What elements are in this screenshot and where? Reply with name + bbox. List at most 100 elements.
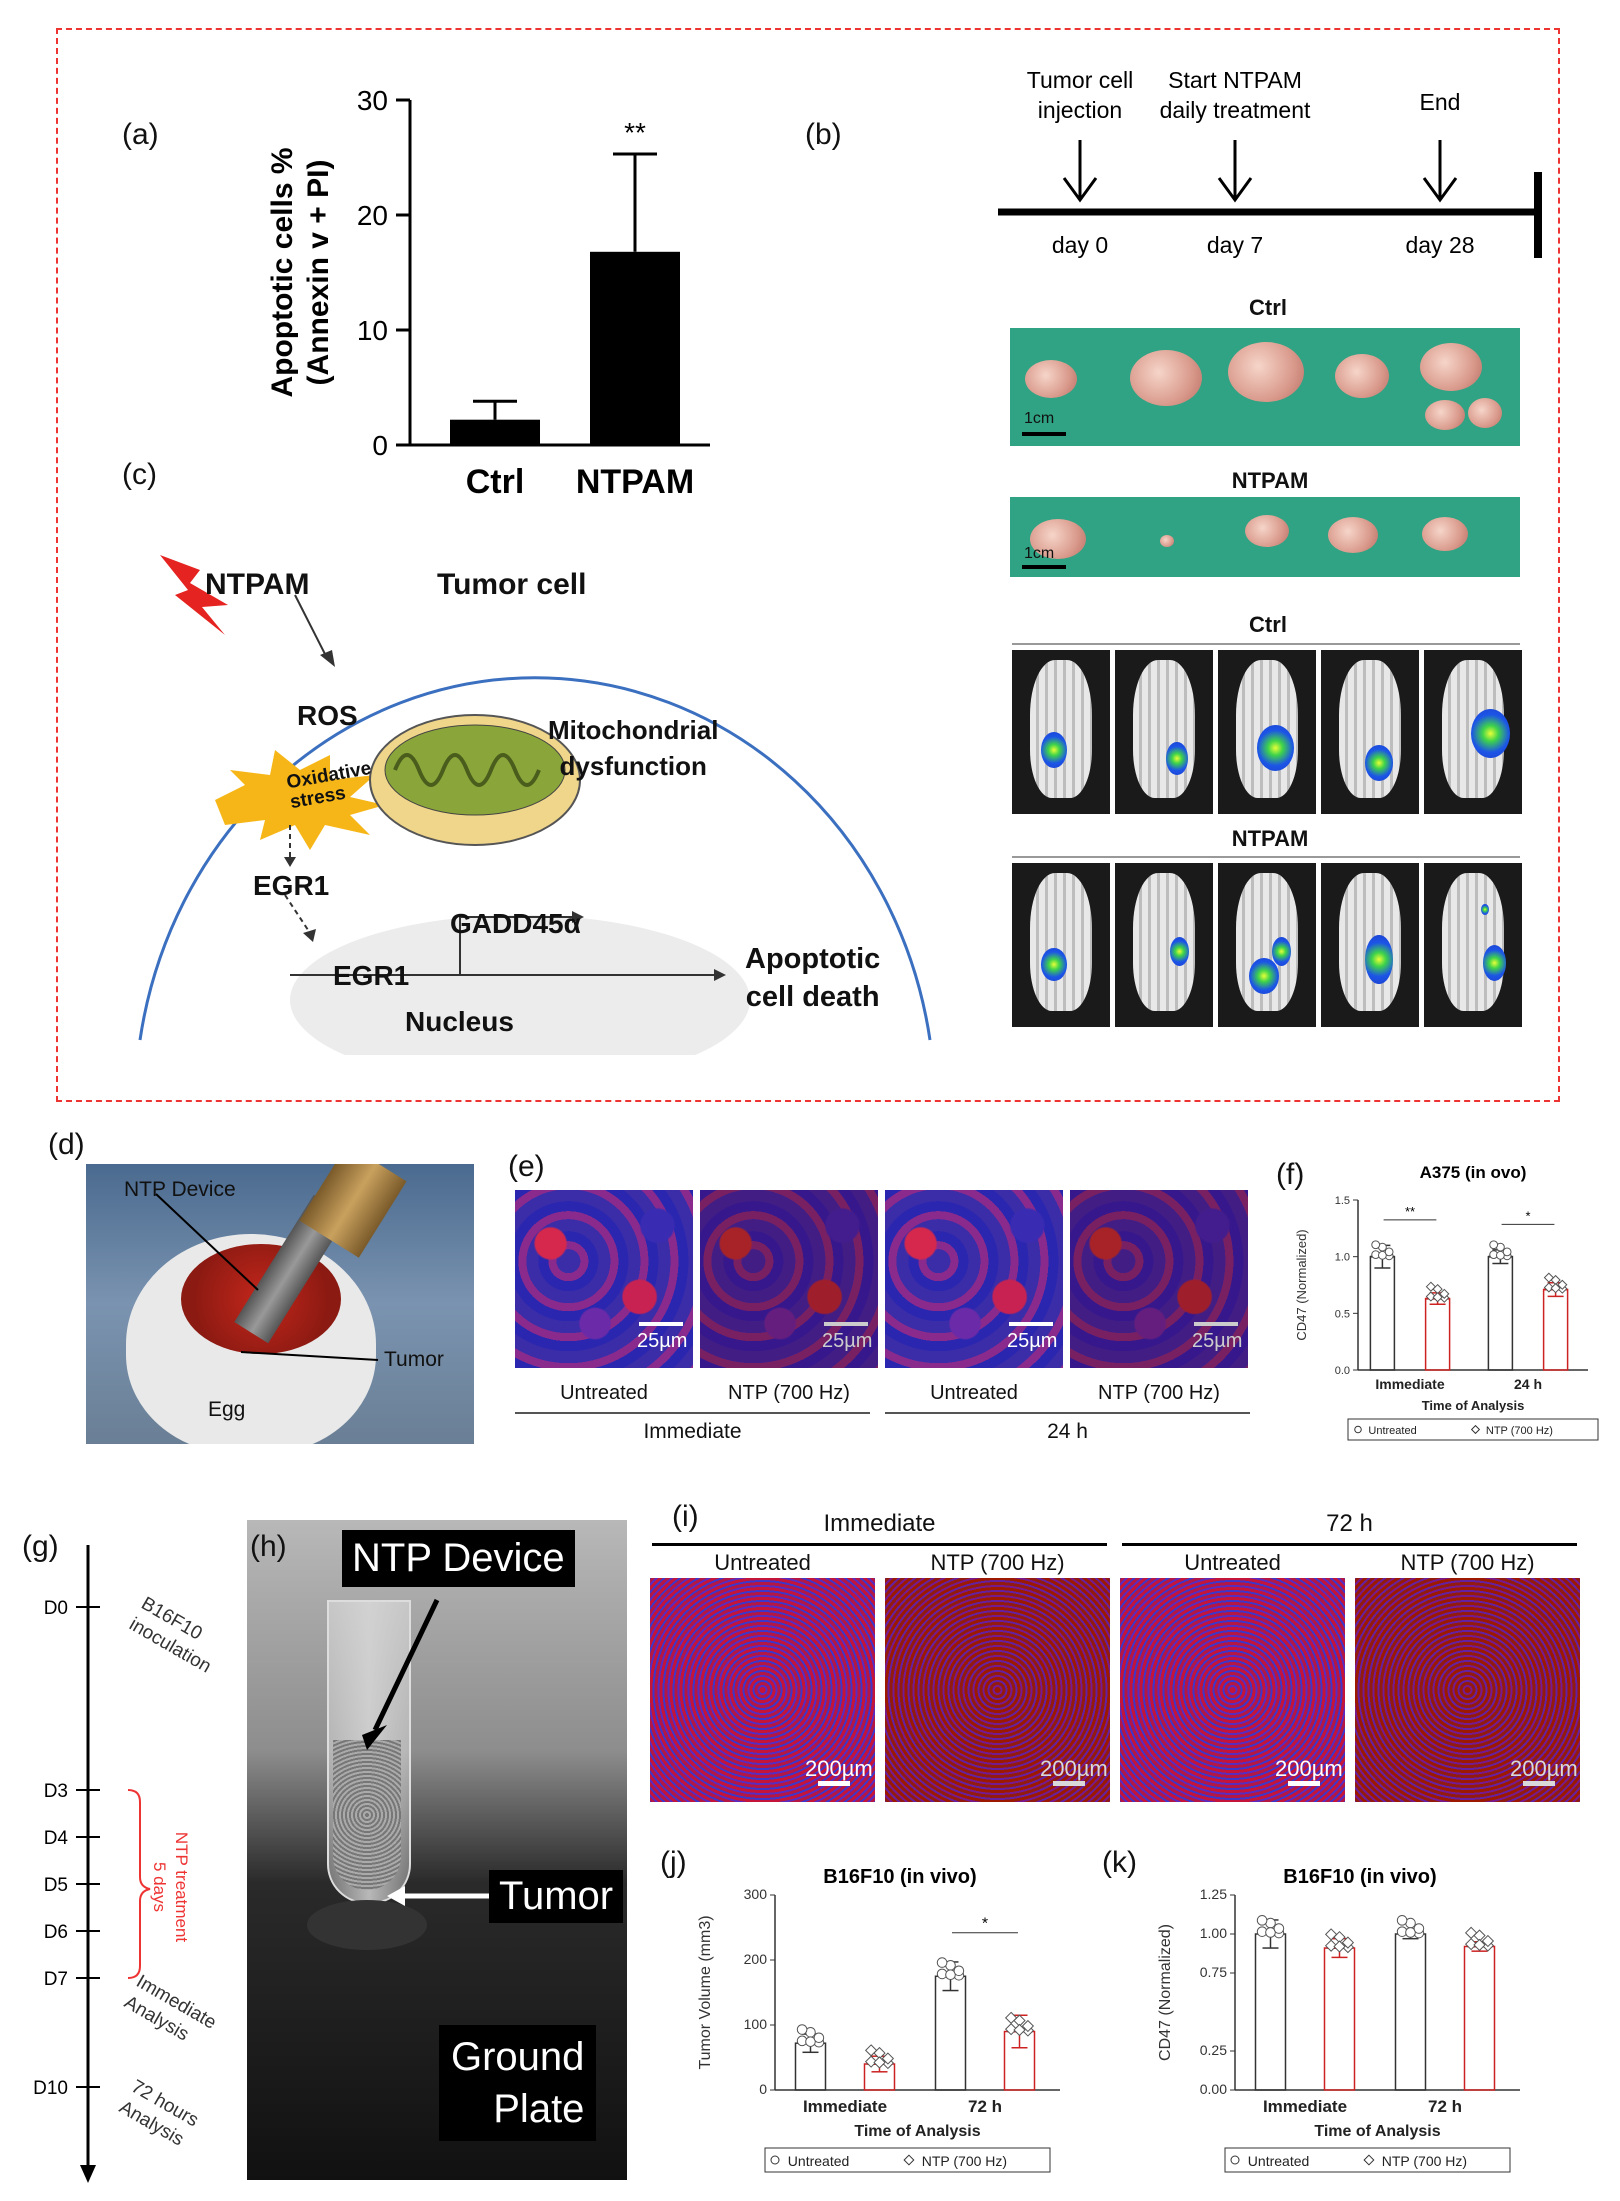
i-scale-label: 200µm — [805, 1756, 873, 1781]
chart-k-legend-marker — [1230, 2155, 1240, 2165]
diagram-gadd45: GADD45α — [450, 908, 581, 939]
g-event-label: 72 hoursAnalysis — [116, 2076, 203, 2152]
a-bar — [590, 251, 680, 445]
chart-j-point — [873, 2056, 886, 2069]
chart-f-y-tick-label: 0.5 — [1335, 1308, 1350, 1320]
chart-k-category-label: 72 h — [1428, 2097, 1462, 2116]
chart-j-legend-label: NTP (700 Hz) — [922, 2153, 1007, 2169]
mouse-image — [1424, 650, 1522, 814]
a-y-tick-label: 30 — [357, 85, 388, 116]
i-column-label: Untreated — [1184, 1550, 1281, 1575]
e-micrograph: 25µm — [885, 1190, 1063, 1368]
chart-f-point — [1543, 1282, 1555, 1293]
i-tissue-image: 200µm — [1355, 1578, 1580, 1802]
chart-j-point — [864, 2044, 878, 2057]
i-tissue-image: 200µm — [1120, 1578, 1345, 1802]
e-column-label: Untreated — [930, 1382, 1018, 1404]
chart-f-legend-marker — [1470, 1424, 1481, 1435]
chart-k-point — [1273, 1923, 1285, 1934]
ctrl-photo-label: Ctrl — [1249, 295, 1287, 320]
chart-j-legend-label: Untreated — [788, 2153, 849, 2169]
i-group-line — [652, 1543, 1107, 1546]
chart-j-category-label: Immediate — [803, 2097, 887, 2116]
diagram-tumor-cell: Tumor cell — [437, 568, 587, 601]
h-device-label: NTP Device — [342, 1530, 575, 1587]
mouse-image — [1115, 863, 1213, 1027]
chart-k-point — [1396, 1915, 1408, 1926]
chart-f-legend-box — [1347, 1418, 1599, 1441]
ntpam-mice-label: NTPAM — [1231, 826, 1309, 851]
chart-f-point — [1496, 1250, 1505, 1260]
chart-j-point — [813, 2032, 825, 2044]
mouse-device-photo: NTP Device Tumor Ground Plate — [247, 1520, 627, 2180]
diagram-apoptotic: Apoptotic cell death — [745, 943, 881, 1013]
chart-f-y-axis-label: CD47 (Normalized) — [1294, 1229, 1309, 1340]
i-column-label: NTP (700 Hz) — [1400, 1550, 1535, 1575]
i-group-label: 72 h — [1326, 1510, 1373, 1537]
chart-k-category-label: Immediate — [1263, 2097, 1347, 2116]
mouse-image — [1321, 863, 1419, 1027]
chart-k-y-tick-label: 1.25 — [1200, 1886, 1227, 1902]
e-scale-label: 25µm — [637, 1330, 688, 1352]
ntpam-photo-label: NTPAM — [1231, 468, 1309, 493]
chart-j-point — [864, 2055, 878, 2068]
chart-k-point — [1405, 1927, 1416, 1938]
chart-f-bar — [1542, 1288, 1569, 1371]
e-micrograph: 25µm — [1070, 1190, 1248, 1368]
i-tissue-image: 200µm — [650, 1578, 875, 1802]
panel-label-a: (a) — [122, 118, 159, 151]
panel-label-c: (c) — [122, 458, 157, 491]
mouse-image — [1424, 863, 1522, 1027]
chart-k-y-tick-label: 0.75 — [1200, 1964, 1227, 1980]
a-category-label: NTPAM — [576, 463, 694, 501]
chart-k-legend-label: NTP (700 Hz) — [1382, 2153, 1467, 2169]
chart-k: B16F10 (in vivo)0.000.250.751.001.25CD47… — [1157, 1866, 1520, 2173]
panel-label-g: (g) — [22, 1530, 59, 1563]
chart-j-y-tick-label: 200 — [744, 1951, 768, 1967]
chart-k-legend-marker — [1363, 2154, 1375, 2166]
chart-f-category-label: Immediate — [1375, 1376, 1444, 1392]
h-ground-plate-label: Ground Plate — [439, 2025, 597, 2141]
e-group-label: Immediate — [643, 1420, 742, 1443]
chart-k-bar — [1463, 1945, 1496, 2091]
chart-j-y-tick-label: 100 — [744, 2016, 768, 2032]
a-bar — [450, 419, 540, 445]
mouse-image — [1218, 863, 1316, 1027]
diagram-c — [138, 555, 932, 1055]
chart-k-point — [1473, 1938, 1486, 1952]
chart-f-significance: * — [1525, 1208, 1530, 1223]
chart-k-point — [1333, 1940, 1346, 1953]
h-tumor-label: Tumor — [489, 1870, 624, 1923]
chart-j-point — [1004, 2023, 1018, 2036]
b-day-label: day 0 — [1052, 232, 1108, 258]
chart-j-x-axis-label: Time of Analysis — [854, 2123, 980, 2140]
chart-f-significance: ** — [1405, 1204, 1415, 1219]
diagram-mitochondrial: Mitochondrial dysfunction — [548, 715, 719, 781]
chart-f-bar — [1424, 1297, 1451, 1371]
chart-k-point — [1324, 1939, 1338, 1952]
i-column-label: NTP (700 Hz) — [930, 1550, 1065, 1575]
a-y-tick-label: 10 — [357, 315, 388, 346]
chart-j-point — [805, 2036, 816, 2047]
g-treatment-bracket — [127, 1789, 151, 1979]
panel-label-f: (f) — [1276, 1158, 1305, 1191]
chart-f-point — [1371, 1240, 1381, 1250]
a-y-tick-label: 0 — [372, 430, 388, 461]
chart-j-point — [1021, 2019, 1035, 2033]
e-scale-label: 25µm — [1192, 1330, 1243, 1352]
panel-label-k: (k) — [1102, 1846, 1137, 1879]
egg-label: Egg — [208, 1398, 246, 1421]
diagram-egr1-bottom: EGR1 — [333, 960, 410, 991]
chart-f-legend-label: NTP (700 Hz) — [1486, 1425, 1553, 1437]
chart-j-point — [1013, 2023, 1026, 2037]
g-day-label: D7 — [44, 1969, 68, 1990]
diagram-nucleus: Nucleus — [405, 1006, 514, 1037]
chart-f-bar — [1487, 1255, 1514, 1371]
chart-f-point — [1543, 1272, 1555, 1283]
chart-f-point — [1425, 1281, 1437, 1292]
chart-f-point — [1384, 1247, 1394, 1257]
